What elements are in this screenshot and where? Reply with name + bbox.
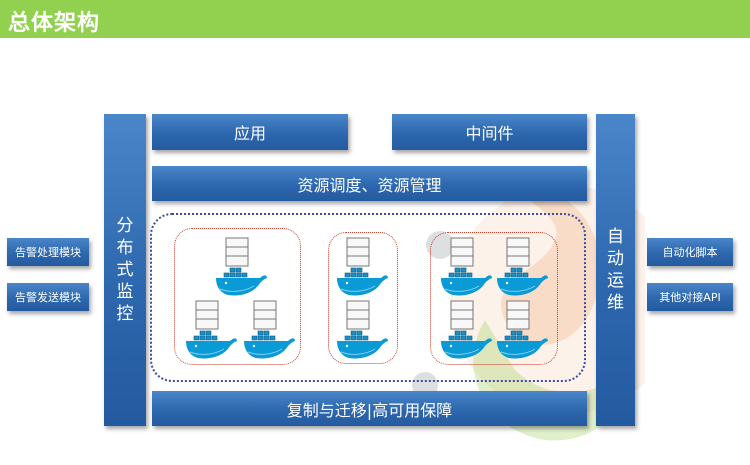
docker-node-icon xyxy=(437,237,493,297)
node-group-2 xyxy=(328,232,398,364)
node-group-3 xyxy=(430,232,558,365)
automation-script-label: 自动化脚本 xyxy=(662,246,718,259)
replication-ha-label: 复制与迁移|高可用保障 xyxy=(286,400,453,420)
application-label: 应用 xyxy=(233,124,266,143)
alarm-sending-label: 告警发送模块 xyxy=(15,291,81,304)
docker-node-icon xyxy=(333,237,389,297)
node-group-1 xyxy=(174,228,301,365)
middleware-label: 中间件 xyxy=(465,124,514,143)
docker-node-icon xyxy=(182,300,238,360)
container-cluster-zone xyxy=(150,213,586,382)
page-title: 总体架构 xyxy=(8,11,101,36)
resource-scheduling-bar: 资源调度、资源管理 xyxy=(152,166,587,201)
docker-node-icon xyxy=(493,300,549,360)
distributed-monitoring-column: 分 布 式 监 控 xyxy=(104,114,146,426)
middleware-box: 中间件 xyxy=(392,114,587,150)
docker-node-icon xyxy=(240,300,296,360)
other-api-label: 其他对接API xyxy=(659,291,721,304)
alarm-handling-label: 告警处理模块 xyxy=(15,246,81,259)
resource-scheduling-label: 资源调度、资源管理 xyxy=(297,175,442,195)
alarm-handling-module: 告警处理模块 xyxy=(7,238,89,266)
auto-ops-column: 自 动 运 维 xyxy=(596,114,635,426)
replication-ha-bar: 复制与迁移|高可用保障 xyxy=(152,391,587,426)
automation-script-module: 自动化脚本 xyxy=(647,238,733,266)
docker-node-icon xyxy=(333,300,389,360)
alarm-sending-module: 告警发送模块 xyxy=(7,283,89,311)
docker-node-icon xyxy=(493,237,549,297)
docker-node-icon xyxy=(212,237,268,297)
docker-node-icon xyxy=(437,300,493,360)
application-box: 应用 xyxy=(152,114,348,150)
other-api-module: 其他对接API xyxy=(647,283,733,311)
distributed-monitoring-label: 分 布 式 监 控 xyxy=(116,216,134,324)
auto-ops-label: 自 动 运 维 xyxy=(607,227,624,313)
header-bar: 总体架构 xyxy=(0,0,750,38)
